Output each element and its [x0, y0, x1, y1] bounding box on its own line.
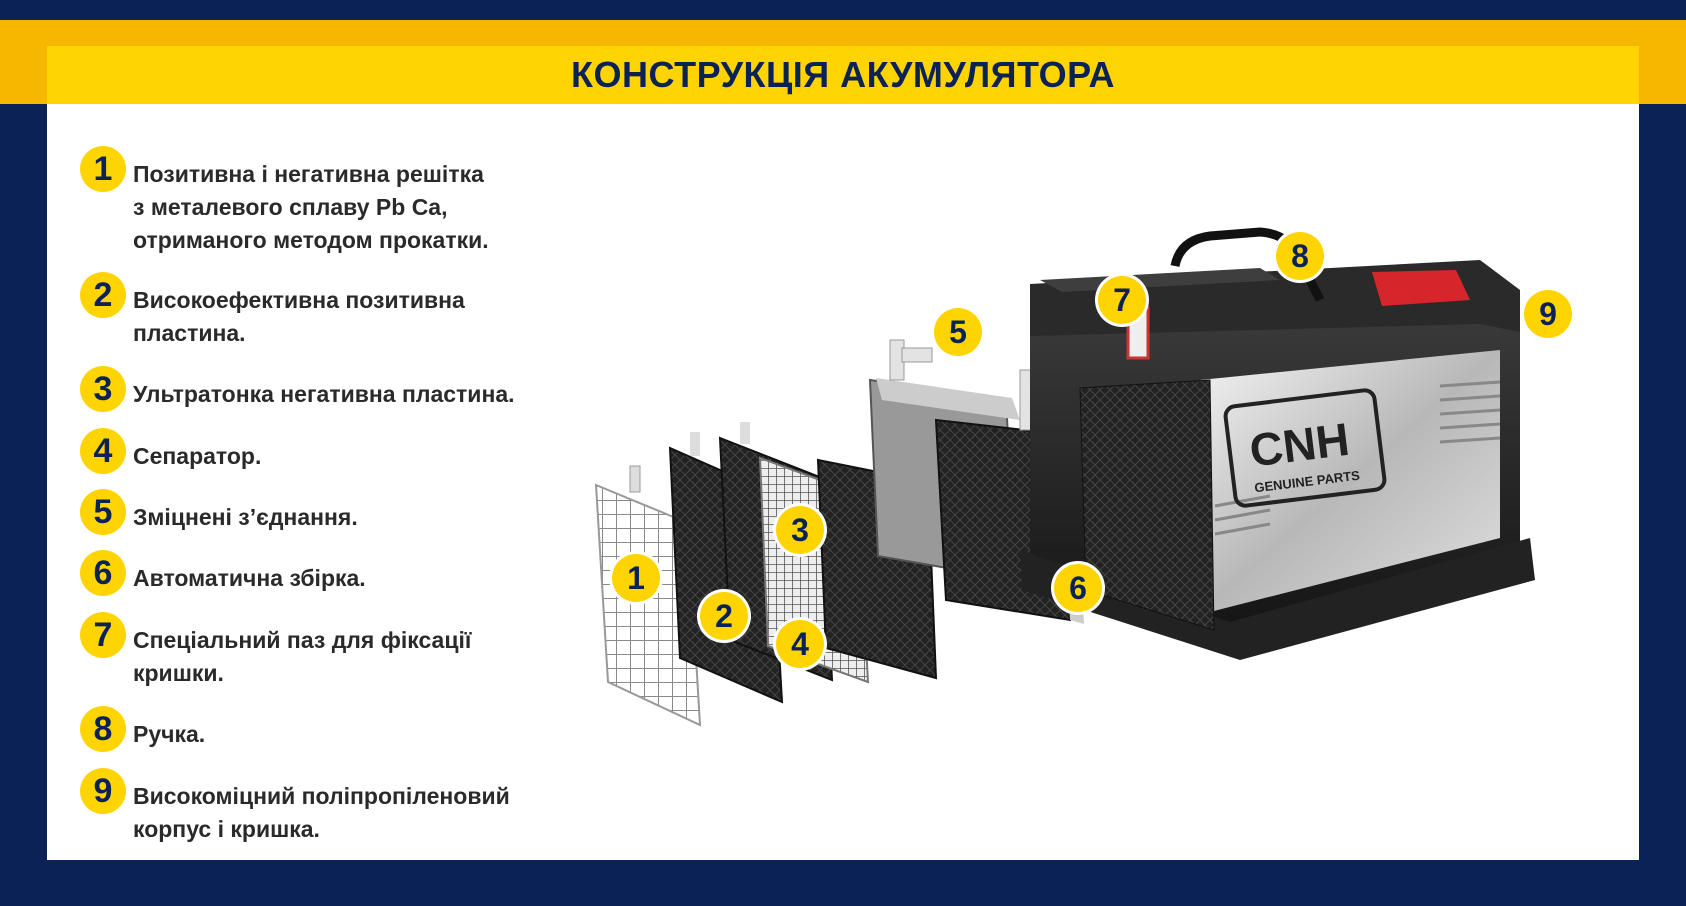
legend-text-1: Позитивна і негативна решітка з металево… — [133, 161, 489, 253]
legend-item-2: 2 Високоефективна позитивна пластина. — [80, 272, 553, 350]
legend-text-3: Ультратонка негативна пластина. — [133, 381, 515, 407]
legend-badge-2: 2 — [80, 272, 126, 318]
legend-badge-4: 4 — [80, 428, 126, 474]
legend-text-8: Ручка. — [133, 721, 206, 747]
legend-item-6: 6 Автоматична збірка. — [80, 550, 553, 596]
top-border — [0, 0, 1686, 20]
callout-5: 5 — [934, 308, 982, 356]
callout-7: 7 — [1098, 276, 1146, 324]
title-bar: КОНСТРУКЦІЯ АКУМУЛЯТОРА — [47, 46, 1639, 104]
callout-1: 1 — [612, 554, 660, 602]
callout-4: 4 — [776, 620, 824, 668]
battery-illustration: CNH GENUINE PARTS — [594, 227, 1535, 727]
legend-badge-6: 6 — [80, 550, 126, 596]
battery-case — [1020, 227, 1535, 660]
callout-9: 9 — [1524, 290, 1572, 338]
legend-badge-9: 9 — [80, 768, 126, 814]
legend-badge-5: 5 — [80, 489, 126, 535]
legend-item-4: 4 Сепаратор. — [80, 428, 553, 474]
legend-text-2: Високоефективна позитивна пластина. — [133, 287, 465, 346]
legend-item-9: 9 Високоміцний поліпропіленовий корпус і… — [80, 768, 553, 846]
legend-item-8: 8 Ручка. — [80, 706, 553, 752]
legend-item-5: 5 Зміцнені з’єднання. — [80, 489, 553, 535]
callout-2: 2 — [700, 592, 748, 640]
battery-diagram: CNH GENUINE PARTS 1 2 3 4 5 6 7 8 9 — [560, 220, 1640, 740]
page-title: КОНСТРУКЦІЯ АКУМУЛЯТОРА — [571, 54, 1115, 95]
legend-text-6: Автоматична збірка. — [133, 565, 366, 591]
positive-terminal-cover — [1372, 270, 1470, 306]
legend-item-7: 7 Спеціальний паз для фіксації кришки. — [80, 612, 553, 690]
legend-text-9: Високоміцний поліпропіленовий корпус і к… — [133, 783, 510, 842]
callout-8: 8 — [1276, 232, 1324, 280]
legend-text-5: Зміцнені з’єднання. — [133, 504, 358, 530]
legend-badge-1: 1 — [80, 146, 126, 192]
label-plate — [1200, 350, 1500, 612]
legend-item-1: 1 Позитивна і негативна решітка з метале… — [80, 146, 553, 257]
legend-text-4: Сепаратор. — [133, 443, 262, 469]
legend-item-3: 3 Ультратонка негативна пластина. — [80, 366, 553, 412]
logo-brand: CNH — [1247, 413, 1352, 477]
callout-3: 3 — [776, 506, 824, 554]
legend-badge-8: 8 — [80, 706, 126, 752]
legend-badge-7: 7 — [80, 612, 126, 658]
legend-badge-3: 3 — [80, 366, 126, 412]
legend-text-7: Спеціальний паз для фіксації кришки. — [133, 627, 472, 686]
callout-6: 6 — [1054, 564, 1102, 612]
